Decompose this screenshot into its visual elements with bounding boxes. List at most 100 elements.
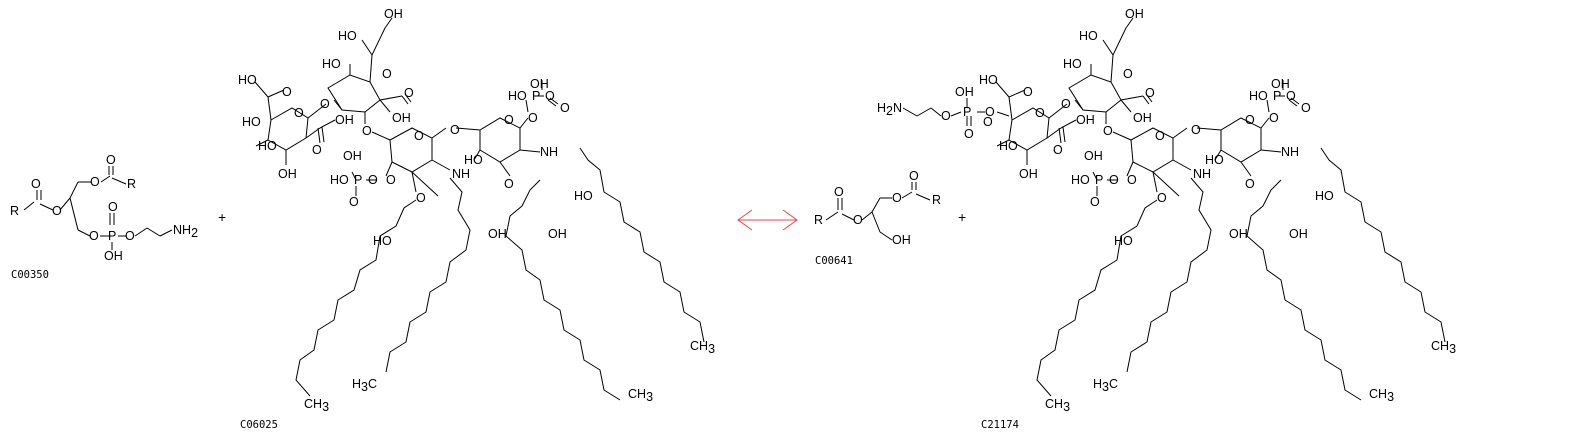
atom-label: O <box>1061 97 1071 111</box>
atom-label: O <box>1035 106 1045 120</box>
atom-label: O <box>125 229 135 243</box>
atom-label: HO <box>258 139 277 153</box>
atom-label: O <box>312 143 322 157</box>
atom-label: O <box>1090 195 1100 209</box>
atom-label: HO <box>1114 234 1133 248</box>
atom-label: O <box>320 97 330 111</box>
atom-label: OH <box>335 113 354 127</box>
c06025-bonds <box>254 17 705 401</box>
atom-label: O <box>1269 111 1279 125</box>
atom-label: O <box>1157 191 1167 205</box>
compound-c21174: HO O O HO OH O OH O O HO HO OH O O OH O … <box>877 7 1456 431</box>
atom-label: O <box>416 191 426 205</box>
atom-label: HO <box>322 57 341 71</box>
atom-label: O <box>1155 129 1165 143</box>
c00641-bonds <box>825 182 931 241</box>
atom-label: CH3 <box>1045 397 1070 414</box>
atom-label: OH <box>343 149 362 163</box>
atom-label: O <box>404 86 414 100</box>
atom-label: O <box>386 173 396 187</box>
atom-label: O <box>1301 101 1311 115</box>
atom-label: CH3 <box>304 397 329 414</box>
atom-label: O <box>964 127 974 141</box>
atom-label: HO <box>338 29 357 43</box>
atom-label: O <box>1023 85 1033 99</box>
atom-label: HO <box>999 139 1018 153</box>
atom-label: O <box>560 101 570 115</box>
atom-label: O <box>89 229 99 243</box>
atom-label: HO <box>1079 29 1098 43</box>
atom-label: O <box>31 177 41 191</box>
atom-label: P <box>1095 173 1103 187</box>
atom-label: OH <box>892 233 911 247</box>
atom-label: OH <box>104 249 123 263</box>
atom-label: OH <box>1289 227 1308 241</box>
atom-label: O <box>382 67 392 81</box>
atom-label: O <box>1103 124 1113 138</box>
atom-label: NH <box>540 145 558 159</box>
reversible-reaction-arrow <box>737 209 798 231</box>
atom-label: H3C <box>352 377 377 394</box>
atom-label: OH <box>1271 77 1290 91</box>
atom-label: HO <box>1205 153 1224 167</box>
atom-label: NH <box>1193 167 1211 181</box>
atom-label: HO <box>1249 89 1268 103</box>
atom-label: P <box>963 105 971 119</box>
atom-label: CH3 <box>1431 339 1456 356</box>
atom-label: P <box>354 173 362 187</box>
atom-label: O <box>504 177 514 191</box>
atom-label: O <box>1245 177 1255 191</box>
compound-c00641: R O O O O R OH C00641 <box>814 169 941 267</box>
atom-label: O <box>52 204 62 218</box>
atom-label: R <box>127 177 136 191</box>
atom-label: OH <box>392 111 411 125</box>
atom-label: HO <box>574 189 593 203</box>
atom-label: NH <box>452 167 470 181</box>
compound-id-c00350: C00350 <box>11 269 49 281</box>
atom-label: O <box>1123 67 1133 81</box>
atom-label: OH <box>548 227 567 241</box>
atom-label: CH3 <box>1369 387 1394 404</box>
atom-label: OH <box>1019 167 1038 181</box>
atom-label: O <box>349 195 359 209</box>
atom-label: O <box>1286 89 1296 103</box>
atom-label: CH3 <box>628 387 653 404</box>
atom-label: O <box>528 111 538 125</box>
atom-label: NH <box>1281 145 1299 159</box>
atom-label: O <box>450 123 460 137</box>
atom-label: O <box>106 153 116 167</box>
atom-label: OH <box>1125 7 1144 21</box>
atom-label: O <box>108 200 118 214</box>
atom-label: P <box>1273 89 1281 103</box>
atom-label: HO <box>373 234 392 248</box>
plus-sign: + <box>958 209 966 225</box>
atom-label: H2N <box>877 101 902 118</box>
plus-sign: + <box>218 209 226 225</box>
compound-id-c00641: C00641 <box>815 255 853 267</box>
atom-label: O <box>90 175 100 189</box>
atom-label: O <box>985 105 995 119</box>
atom-label: R <box>932 193 941 207</box>
atom-label: O <box>545 89 555 103</box>
atom-label: O <box>1109 173 1119 187</box>
compound-c06025: HO O HO HO OH O OH O O HO HO OH O O OH O… <box>238 7 715 431</box>
atom-label: H3C <box>1093 377 1118 394</box>
atom-label: O <box>362 124 372 138</box>
atom-label: O <box>1127 173 1137 187</box>
atom-label: O <box>1245 113 1255 127</box>
atom-label: O <box>909 169 919 183</box>
atom-label: HO <box>238 73 257 87</box>
atom-label: O <box>504 113 514 127</box>
atom-label: OH <box>278 167 297 181</box>
atom-label: OH <box>530 77 549 91</box>
atom-label: O <box>892 191 902 205</box>
atom-label: O <box>1191 123 1201 137</box>
compound-c00350: R O O O O R O P O OH O NH2 C00350 <box>10 153 198 281</box>
atom-label: O <box>983 115 993 129</box>
atom-label: HO <box>330 173 349 187</box>
atom-label: OH <box>1229 227 1248 241</box>
atom-label: P <box>108 229 116 243</box>
atom-label: O <box>282 85 292 99</box>
c00350-bonds <box>23 166 173 250</box>
